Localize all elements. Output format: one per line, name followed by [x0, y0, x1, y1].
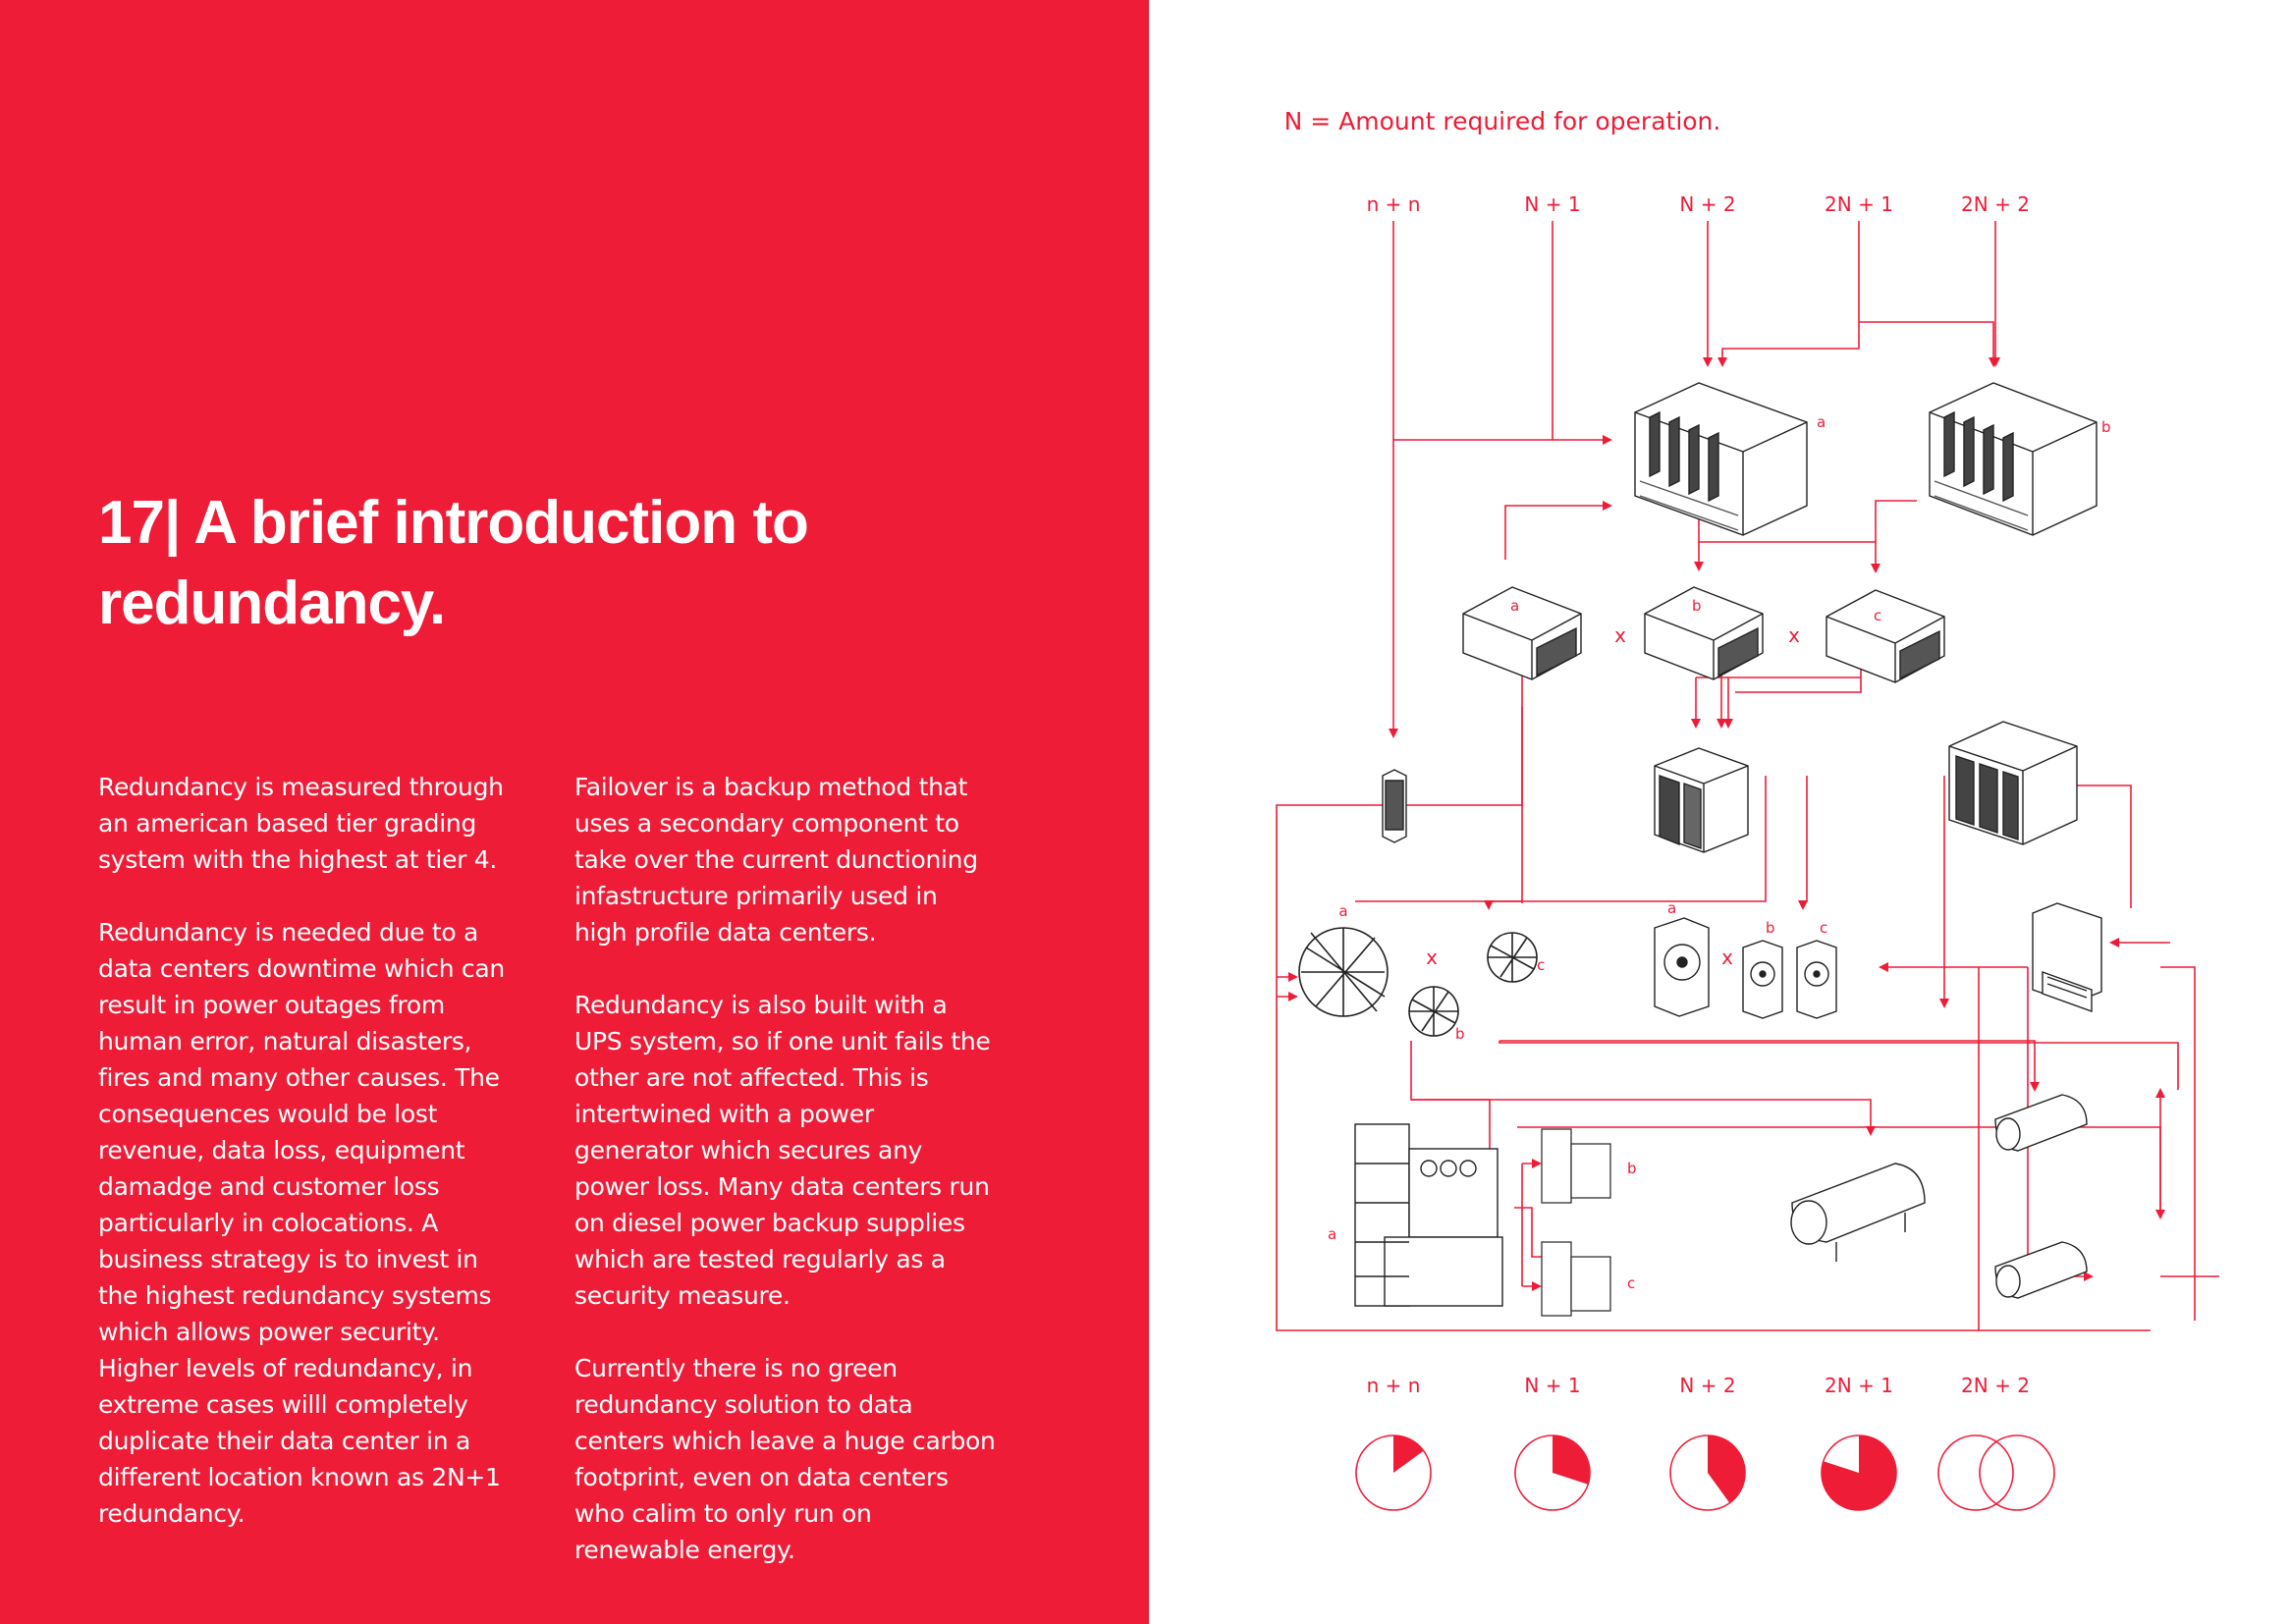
separator-x: x	[1788, 623, 1800, 647]
disk-a	[1654, 917, 1710, 1017]
ups-unit-c	[1826, 589, 1945, 683]
fan-a	[1298, 927, 1389, 1017]
label-top-2n-1: 2N + 1	[1825, 192, 1893, 216]
cooling-duct	[2032, 902, 2102, 1012]
operation-note: N = Amount required for operation.	[1284, 107, 1721, 135]
gen-b-letter: b	[1627, 1160, 1637, 1177]
ups-b-letter: b	[1692, 597, 1702, 615]
disk-a-letter: a	[1667, 899, 1676, 917]
fuel-tank-top	[1994, 1094, 2088, 1152]
paragraph: Redundancy is needed due to a data cente…	[98, 918, 505, 1528]
label-bottom-n-1: N + 1	[1524, 1374, 1580, 1397]
redundancy-diagram: N = Amount required for operation. n + n…	[1276, 107, 2219, 1511]
generator-b	[1541, 1128, 1611, 1204]
text-column-left: Redundancy is measured through an americ…	[98, 769, 520, 1568]
diagram-panel: N = Amount required for operation. n + n…	[1149, 0, 2289, 1624]
label-bottom-n-n: n + n	[1367, 1374, 1421, 1397]
fuel-tank-bottom	[1994, 1241, 2088, 1299]
fan-b-letter: b	[1455, 1025, 1465, 1043]
disk-b	[1742, 940, 1783, 1019]
page-title: 17| A brief introduction to redundancy.	[98, 489, 809, 637]
label-top-n-n: n + n	[1367, 192, 1421, 216]
pie-slice	[1393, 1435, 1424, 1473]
ups-unit-b	[1644, 586, 1764, 680]
label-bottom-2n-2: 2N + 2	[1961, 1374, 2030, 1397]
top-labels: n + n N + 1 N + 2 2N + 1 2N + 2	[1367, 192, 2030, 216]
pie-slice	[1822, 1435, 1896, 1510]
red-panel: 17| A brief introduction to redundancy. …	[0, 0, 1149, 1624]
server-b-letter: b	[2101, 418, 2111, 436]
gen-c-letter: c	[1627, 1274, 1635, 1292]
fan-b	[1408, 986, 1459, 1037]
label-bottom-2n-1: 2N + 1	[1825, 1374, 1893, 1397]
paragraph: Redundancy is measured through an americ…	[98, 773, 504, 874]
pie-slice	[1553, 1435, 1590, 1485]
disk-c	[1796, 940, 1837, 1019]
separator-x: x	[1721, 946, 1733, 969]
ups-a-letter: a	[1510, 597, 1519, 615]
pie-outline	[1937, 1435, 2014, 1511]
pie-slice	[1708, 1435, 1745, 1503]
label-top-2n-2: 2N + 2	[1961, 192, 2030, 216]
separator-x: x	[1614, 623, 1626, 647]
fan-c	[1487, 932, 1538, 983]
server-a-letter: a	[1817, 413, 1826, 431]
server-cabinets-small	[1654, 747, 1749, 853]
fuel-tank-large	[1790, 1163, 1926, 1262]
label-top-n-1: N + 1	[1524, 192, 1580, 216]
tower-unit	[1382, 769, 1407, 843]
text-column-right: Failover is a backup method that uses a …	[574, 769, 997, 1604]
label-top-n-2: N + 2	[1679, 192, 1735, 216]
gen-a-letter: a	[1328, 1225, 1336, 1243]
paragraph: Failover is a backup method that uses a …	[574, 773, 978, 947]
fan-a-letter: a	[1338, 902, 1347, 920]
fan-c-letter: c	[1537, 956, 1545, 974]
bottom-labels: n + n N + 1 N + 2 2N + 1 2N + 2	[1367, 1374, 2030, 1397]
generator-a	[1354, 1123, 1503, 1307]
paragraph: Redundancy is also built with a UPS syst…	[574, 991, 991, 1310]
server-rack-b	[1929, 382, 2098, 536]
redundancy-pies	[1355, 1435, 2055, 1511]
generator-c	[1541, 1241, 1611, 1317]
disk-b-letter: b	[1766, 919, 1775, 937]
paragraph: Currently there is no green redundancy s…	[574, 1354, 996, 1564]
server-rack-a	[1634, 382, 1808, 536]
ups-c-letter: c	[1874, 607, 1881, 624]
pie-outline	[1979, 1435, 2055, 1511]
ups-unit-a	[1462, 586, 1582, 680]
separator-x: x	[1426, 946, 1438, 969]
server-cabinets-large	[1948, 721, 2078, 845]
label-bottom-n-2: N + 2	[1679, 1374, 1735, 1397]
disk-c-letter: c	[1820, 919, 1827, 937]
